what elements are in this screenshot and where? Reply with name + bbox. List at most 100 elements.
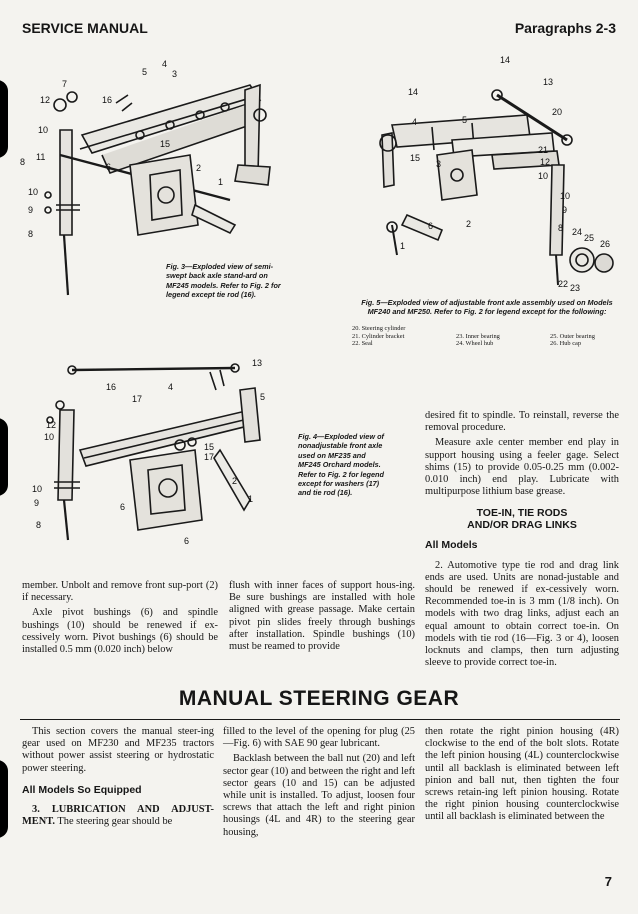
svg-text:1: 1 [400,241,405,251]
svg-text:10: 10 [28,187,38,197]
svg-text:2: 2 [466,219,471,229]
svg-text:25: 25 [584,233,594,243]
svg-text:23: 23 [570,283,580,293]
svg-text:9: 9 [28,205,33,215]
svg-text:12: 12 [540,157,550,167]
paragraph: Backlash between the ball nut (20) and l… [223,753,415,838]
svg-text:3: 3 [436,159,441,169]
svg-text:5: 5 [462,115,467,125]
svg-text:10: 10 [32,484,42,494]
running-header-title: SERVICE MANUAL [22,20,148,36]
svg-text:16: 16 [102,95,112,105]
svg-text:15: 15 [410,153,420,163]
svg-text:3: 3 [172,69,177,79]
all-models-so-equipped-subheading: All Models So Equipped [22,783,142,796]
svg-text:20: 20 [552,107,562,117]
svg-text:8: 8 [28,229,33,239]
page-number: 7 [604,874,612,889]
svg-text:22: 22 [558,279,568,289]
legend-entry: 24. Wheel hub [456,340,494,348]
binder-hole [0,418,8,496]
svg-text:5: 5 [142,67,147,77]
toe-in-heading-line2: AND/OR DRAG LINKS [467,519,577,532]
svg-text:8: 8 [20,157,25,167]
svg-text:8: 8 [558,223,563,233]
svg-text:16: 16 [106,382,116,392]
paragraph: 2. Automotive type tie rod and drag link… [425,559,619,669]
svg-text:5: 5 [260,392,265,402]
upper-col-2: flush with inner faces of support hous-i… [229,580,415,656]
lower-col-3: then rotate the right pinion housing (4R… [425,726,619,827]
svg-text:14: 14 [500,55,510,65]
fig5-caption: Fig. 5—Exploded view of adjustable front… [361,298,613,317]
toe-in-heading-line1: TOE-IN, TIE RODS [476,507,568,520]
upper-col-3: desired fit to spindle. To reinstall, re… [425,410,619,672]
svg-text:10: 10 [538,171,548,181]
paragraph: desired fit to spindle. To reinstall, re… [425,410,619,434]
running-header-paragraphs: Paragraphs 2-3 [514,20,616,36]
svg-text:17: 17 [204,452,214,462]
paragraph: 3. LUBRICATION AND ADJUST-MENT. The stee… [22,804,214,828]
svg-text:2: 2 [196,163,201,173]
svg-text:13: 13 [543,77,553,87]
paragraph: flush with inner faces of support hous-i… [229,580,415,653]
svg-text:1: 1 [248,494,253,504]
paragraph: This section covers the manual steer-ing… [22,726,214,774]
paragraph: Measure axle center member end play in s… [425,437,619,498]
svg-text:6: 6 [184,536,189,546]
svg-text:1: 1 [218,177,223,187]
fig3-caption: Fig. 3—Exploded view of semi-swept back … [166,262,281,300]
fig4-caption: Fig. 4—Exploded view of nonadjustable fr… [298,432,384,498]
paragraph: then rotate the right pinion housing (4R… [425,726,619,823]
svg-text:11: 11 [36,152,45,162]
legend-entry: 22. Seal [352,340,373,348]
svg-text:9: 9 [34,498,39,508]
svg-text:6: 6 [428,221,433,231]
legend-entry: 23. Inner bearing [456,332,500,340]
legend-entry: 20. Steering cylinder [352,325,406,332]
svg-text:10: 10 [560,191,570,201]
svg-text:4: 4 [168,382,173,392]
svg-text:10: 10 [38,125,48,135]
svg-text:9: 9 [562,205,567,215]
section-title: MANUAL STEERING GEAR [178,687,460,710]
svg-text:14: 14 [408,87,418,97]
svg-text:12: 12 [40,95,50,105]
binder-hole [0,760,8,838]
paragraph-body: The steering gear should be [57,816,173,828]
svg-text:13: 13 [252,358,262,368]
svg-text:8: 8 [36,520,41,530]
lower-col-2: filled to the level of the opening for p… [223,726,415,842]
svg-text:7: 7 [62,79,67,89]
svg-text:26: 26 [600,239,610,249]
svg-text:4: 4 [162,59,167,69]
svg-text:6: 6 [120,502,125,512]
svg-text:2: 2 [232,476,237,486]
fig5-legend: 20. Steering cylinder 21. Cylinder brack… [352,325,622,348]
svg-text:24: 24 [572,227,582,237]
legend-entry: 21. Cylinder bracket [352,332,405,340]
legend-row: 21. Cylinder bracket 23. Inner bearing 25.… [352,333,622,341]
paragraph: filled to the level of the opening for p… [223,726,415,750]
legend-entry: 25. Outer bearing [550,332,595,340]
paragraph: member. Unbolt and remove front sup-port… [22,580,218,604]
svg-text:15: 15 [204,442,214,452]
paragraph-lead: 3. LUBRICATION AND ADJUST-MENT. [22,804,214,828]
upper-col-1: member. Unbolt and remove front sup-port… [22,580,218,659]
svg-text:21: 21 [538,145,548,155]
svg-text:17: 17 [132,394,142,404]
svg-text:4: 4 [412,117,417,127]
binder-hole [0,80,8,158]
all-models-subheading: All Models [425,539,478,552]
svg-text:6: 6 [106,162,111,172]
svg-text:10: 10 [44,432,54,442]
legend-row: 20. Steering cylinder [352,325,622,333]
svg-text:15: 15 [160,139,170,149]
lower-col-1: This section covers the manual steer-ing… [22,726,214,831]
section-rule [20,719,620,720]
paragraph: Axle pivot bushings (6) and spindle bush… [22,607,218,656]
